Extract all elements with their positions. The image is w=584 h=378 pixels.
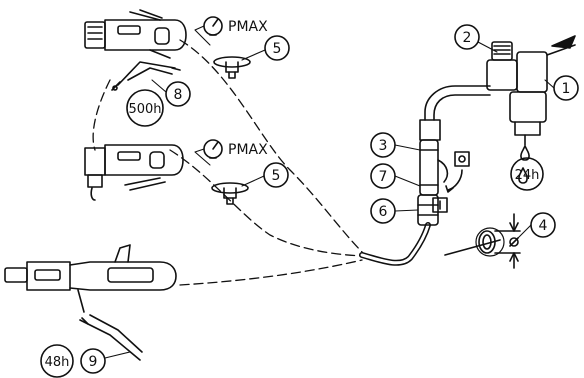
callout-5-top-label: 5: [273, 41, 282, 57]
callout-8-label: 8: [174, 87, 183, 103]
callout-1-label: 1: [562, 81, 571, 97]
interval-48h-label: 48h: [45, 355, 70, 370]
pmax-label-mid: PMAX: [228, 142, 268, 158]
fitting-5-top: [213, 56, 251, 79]
leader-lines: [104, 25, 555, 359]
frl-unit: [486, 41, 576, 184]
callout-4-label: 4: [539, 218, 548, 234]
callout-7-label: 7: [379, 169, 388, 185]
bottom-long-air-tool: [4, 244, 177, 313]
interval-24h-label: 24h: [515, 168, 540, 183]
angle-air-tool: [84, 144, 184, 201]
curved-arrow-line: [447, 169, 463, 191]
fitting-5-mid: [211, 182, 249, 205]
air-inlet-arrow: [551, 35, 576, 49]
closed-square-icon: [432, 197, 448, 213]
top-pressure-gauge-icon: [203, 16, 223, 36]
top-straight-air-tool: [84, 9, 187, 59]
callout-5-mid-label: 5: [272, 168, 281, 184]
pmax-label-top: PMAX: [228, 19, 268, 35]
callout-9-label: 9: [89, 354, 98, 370]
curved-arrow-head: [445, 185, 454, 193]
coupling-assembly: [417, 85, 491, 226]
callout-2-label: 2: [463, 30, 472, 46]
open-square-icon: [454, 151, 470, 167]
o-ring-4: [475, 213, 521, 269]
interval-500h-label: 500h: [128, 102, 161, 117]
mid-pressure-gauge-icon: [203, 139, 223, 159]
callout-6-label: 6: [379, 204, 388, 220]
callout-circles: [40, 24, 579, 378]
callout-3-label: 3: [379, 138, 388, 154]
oiler-tool-8: [111, 61, 181, 91]
dashed-hose-lines: [92, 39, 366, 286]
